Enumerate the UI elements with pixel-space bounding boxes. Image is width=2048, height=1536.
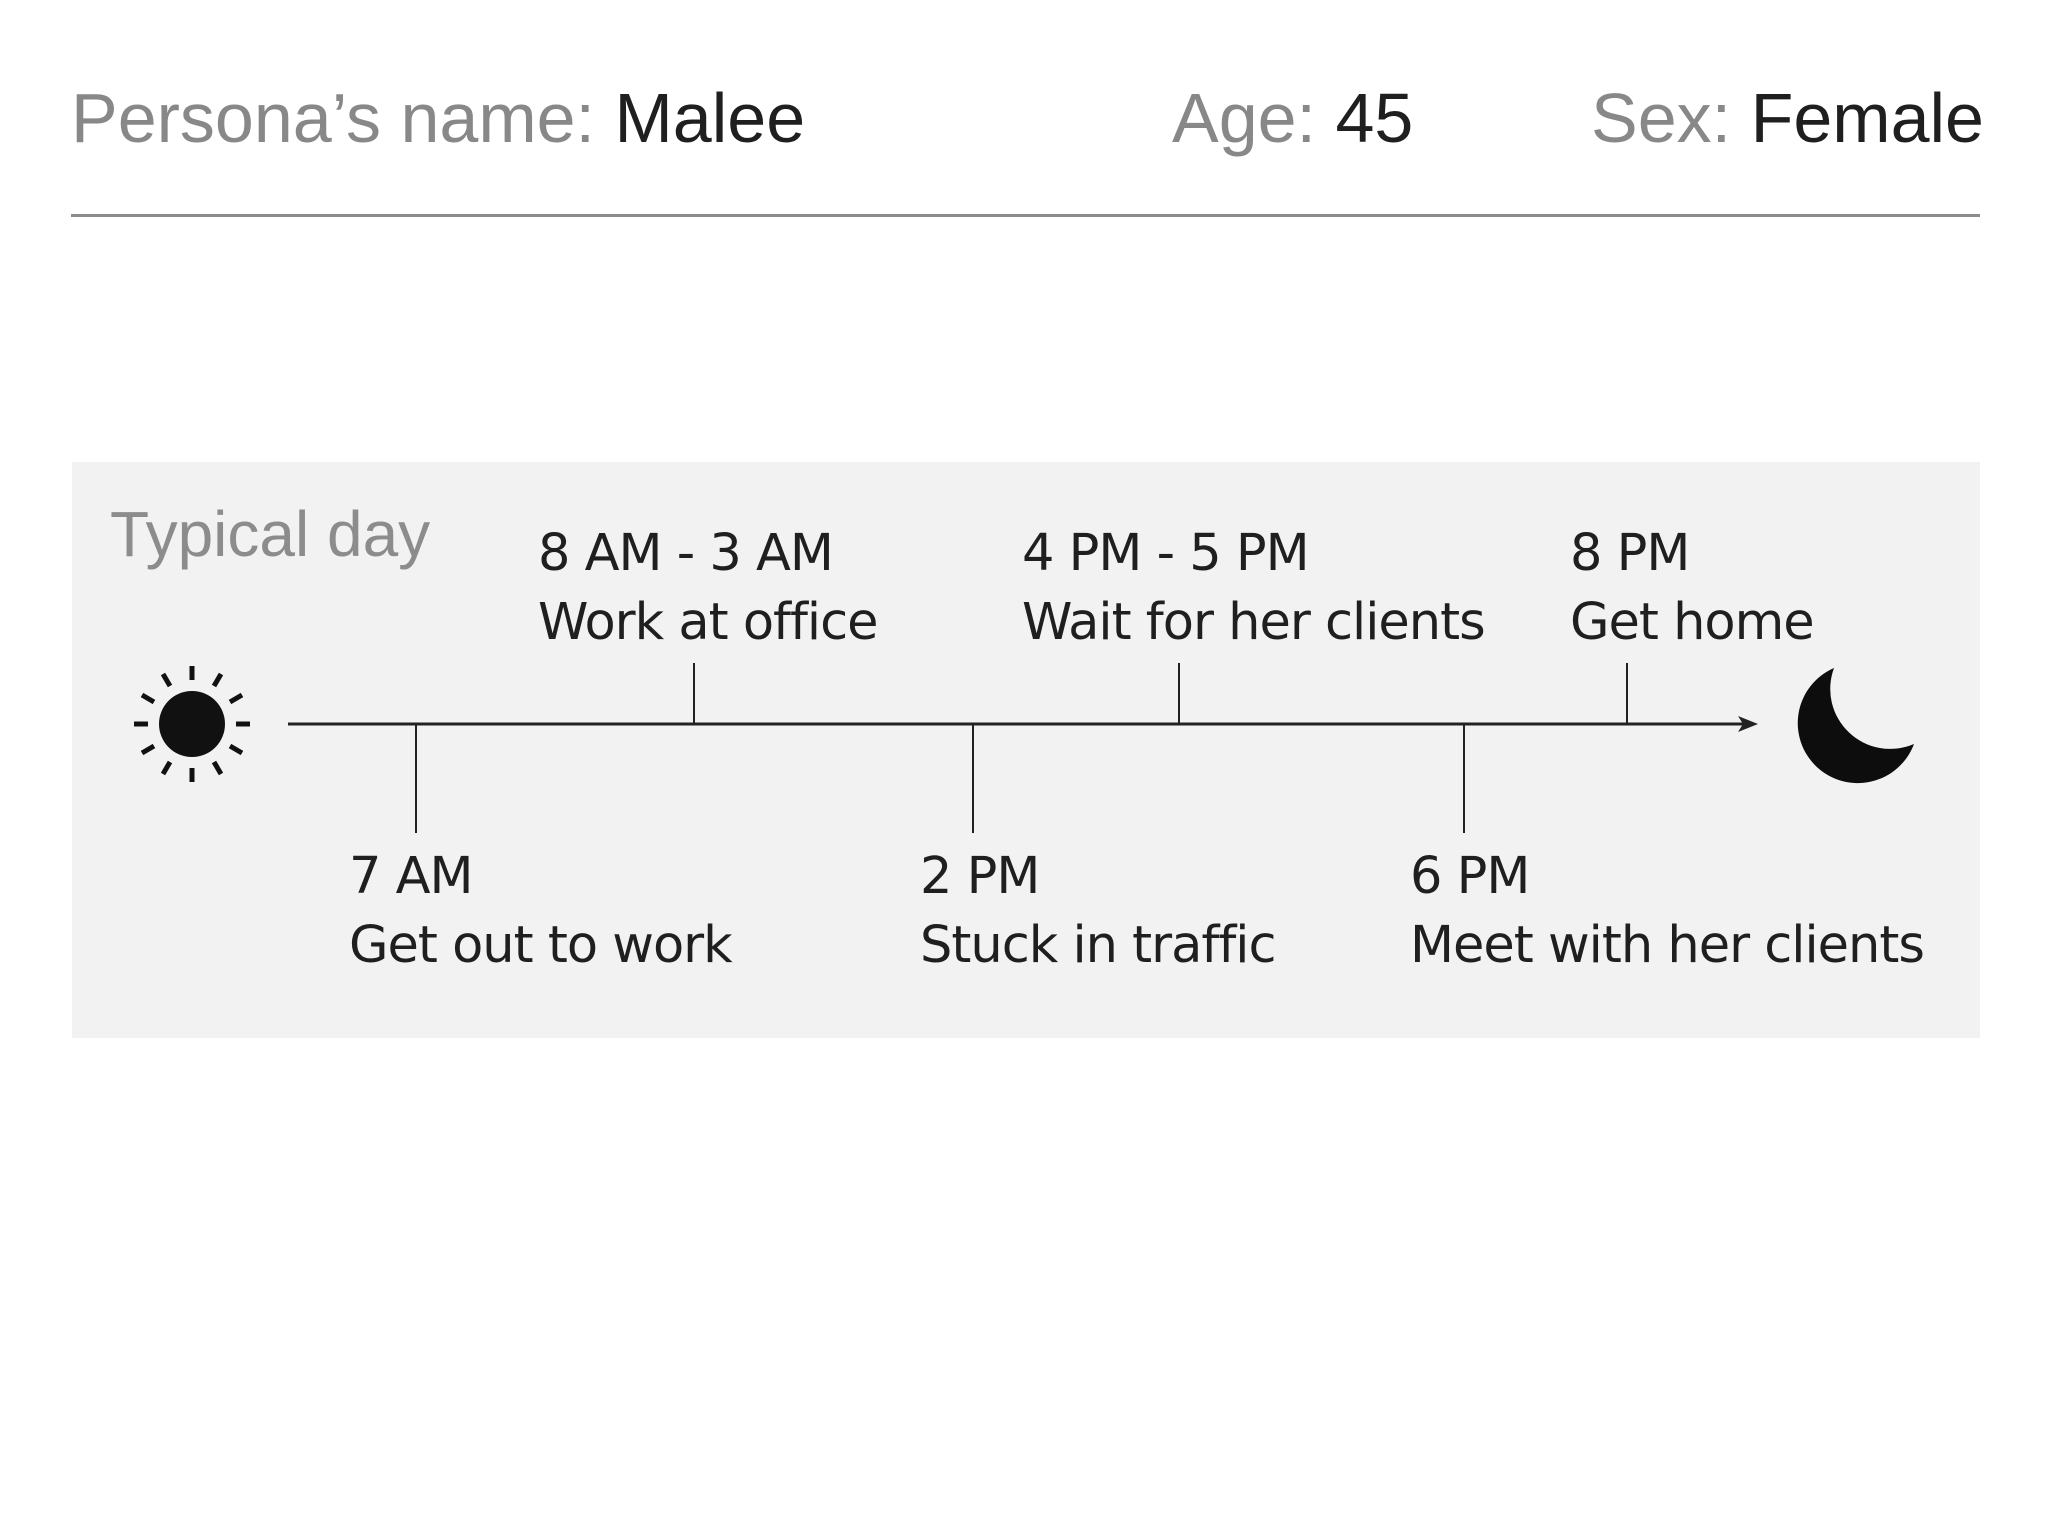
persona-sex-label: Sex: [1591, 79, 1732, 157]
timeline-event-above-2: 4 PM - 5 PM Wait for her clients [1022, 519, 1486, 657]
timeline-event-above-1: 8 AM - 3 AM Work at office [538, 519, 879, 657]
persona-name-label: Persona’s name: [71, 79, 596, 157]
persona-age-value: 45 [1335, 79, 1414, 157]
typical-day-title: Typical day [110, 498, 431, 570]
event-time: 2 PM [920, 847, 1040, 906]
event-time: 4 PM - 5 PM [1022, 524, 1310, 583]
event-time: 7 AM [349, 847, 474, 906]
event-activity: Get home [1570, 593, 1815, 652]
event-time: 8 PM [1570, 524, 1690, 583]
persona-sex-value: Female [1750, 79, 1984, 157]
timeline-event-below-1: 7 AM Get out to work [349, 842, 733, 980]
sun-icon [134, 666, 250, 782]
persona-age-label: Age: [1172, 79, 1316, 157]
timeline-event-below-2: 2 PM Stuck in traffic [920, 842, 1277, 980]
event-time: 6 PM [1410, 847, 1530, 906]
event-activity: Work at office [538, 593, 879, 652]
event-activity: Stuck in traffic [920, 916, 1277, 975]
timeline-arrowhead [1738, 716, 1758, 732]
event-activity: Meet with her clients [1410, 916, 1925, 975]
persona-name-value: Malee [614, 79, 806, 157]
persona-sex-field: Sex: Female [1591, 74, 1984, 162]
event-time: 8 AM - 3 AM [538, 524, 834, 583]
event-activity: Get out to work [349, 916, 733, 975]
event-activity: Wait for her clients [1022, 593, 1486, 652]
persona-name-field: Persona’s name: Malee [71, 74, 805, 162]
header-divider [71, 214, 1980, 217]
timeline-event-below-3: 6 PM Meet with her clients [1410, 842, 1925, 980]
typical-day-panel: Typical day [72, 462, 1980, 1038]
timeline-event-above-3: 8 PM Get home [1570, 519, 1815, 657]
persona-age-field: Age: 45 [1172, 74, 1413, 162]
moon-icon [1797, 668, 1914, 784]
